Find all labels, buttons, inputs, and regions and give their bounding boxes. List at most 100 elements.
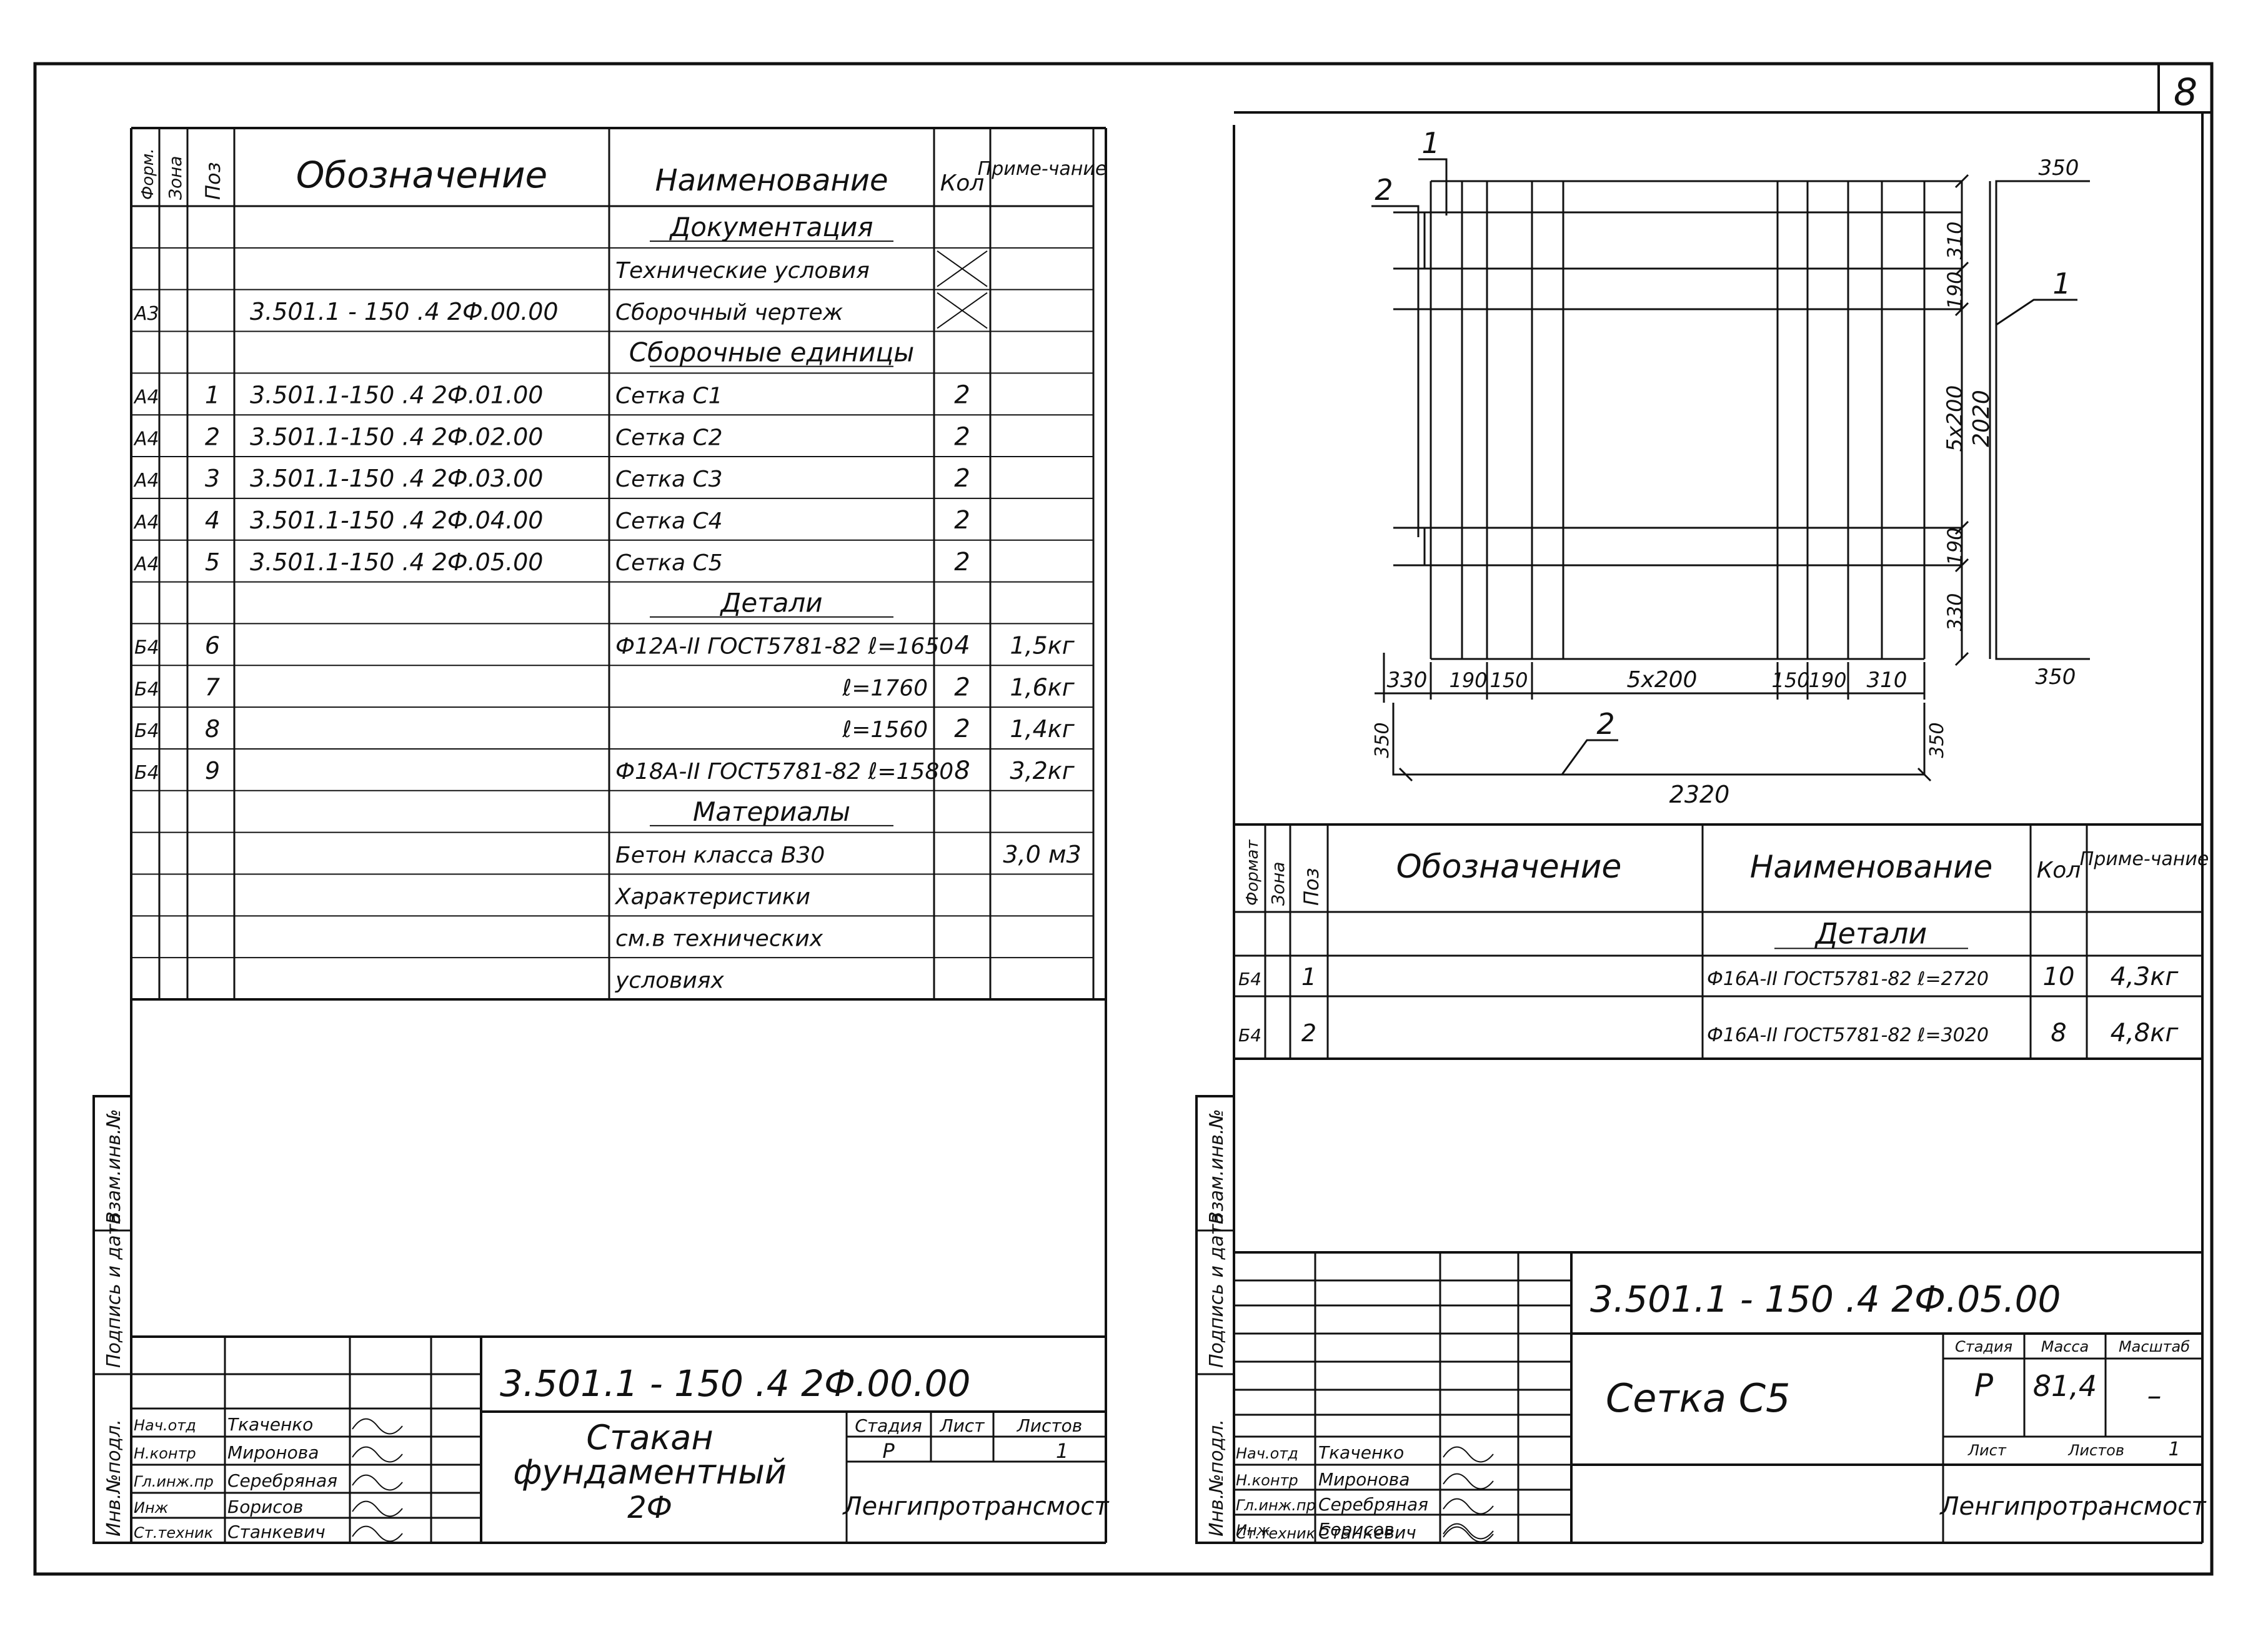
right-hdr-poz: Поз	[1300, 868, 1323, 906]
right-hdr-format: Формат	[1243, 839, 1262, 906]
right-sheet-label: Лист	[1967, 1442, 2007, 1459]
signature-name: Миронова	[1318, 1469, 1410, 1490]
section-heading: Документация	[669, 212, 873, 242]
cell-qty: 2	[954, 715, 970, 743]
signature-role: Инж	[1236, 1522, 1271, 1539]
cell-name: Сетка С4	[615, 508, 723, 534]
left-code: 3.501.1 - 150 .4 2Ф.00.00	[500, 1362, 970, 1405]
left-stage: Р	[882, 1439, 895, 1463]
dim-bottom-5x200: 5x200	[1627, 667, 1698, 693]
dim-right-310: 310	[1943, 221, 1967, 259]
cell-qty: 2	[954, 380, 970, 409]
callout-2-left: 2	[1375, 173, 1393, 207]
cell-note: 1,6кг	[1010, 673, 1075, 701]
cell-format: Б4	[134, 678, 159, 700]
right-spec-table	[1234, 823, 2202, 1060]
signature-role: Нач.отд	[1236, 1445, 1298, 1462]
sheet-number: 8	[2174, 71, 2197, 114]
signature-name: Борисов	[227, 1497, 303, 1517]
right-mass: 81,4	[2033, 1369, 2097, 1403]
right-mass-label: Масса	[2041, 1338, 2089, 1355]
right-stage-label: Стадия	[1955, 1338, 2012, 1355]
stamp-inv-podl: Инв.№подл.	[103, 1419, 125, 1537]
signature-role: Н.контр	[134, 1445, 196, 1462]
cell-name: Ф18А-II ГОСТ5781-82 ℓ=1580	[615, 759, 953, 785]
right-code: 3.501.1 - 150 .4 2Ф.05.00	[1590, 1278, 2061, 1320]
cell-name: см.в технических	[615, 926, 823, 951]
left-sheets-label: Листов	[1017, 1415, 1083, 1436]
right-hdr-note: Приме-чание	[2080, 848, 2209, 870]
cell-format: А3	[133, 303, 159, 325]
section-heading: Материалы	[693, 796, 850, 827]
cell-pos: 2	[1301, 1019, 1316, 1047]
right-scale-label: Масштаб	[2119, 1338, 2190, 1355]
cell-name: Сетка С5	[615, 550, 723, 576]
cell-format: А4	[133, 553, 159, 575]
left-page: Инв.№подл. Подпись и дата Взам.инв.№ Док…	[92, 127, 1110, 1544]
cell-name: Сетка С1	[615, 383, 723, 408]
right-hdr-name: Наименование	[1750, 849, 1993, 885]
cell-qty: 2	[954, 673, 970, 701]
left-title-line3: 2Ф	[627, 1490, 672, 1525]
outer-frame	[33, 62, 2214, 1576]
stamp-inv-podl-right: Инв.№подл.	[1206, 1419, 1228, 1537]
dim-right-190a: 190	[1943, 271, 1967, 309]
signature-name: Станкевич	[227, 1522, 326, 1542]
left-title-line2: фундаментный	[513, 1452, 787, 1492]
dim-350-top: 350	[2039, 156, 2079, 181]
mesh-drawing	[1371, 158, 2090, 782]
right-stage: Р	[1974, 1367, 1994, 1404]
dim-bottom-190a: 190	[1449, 668, 1487, 692]
cell-name: условиях	[615, 968, 724, 993]
cell-designation: 3.501.1-150 .4 2Ф.03.00	[250, 465, 543, 492]
cell-designation: 3.501.1 - 150 .4 2Ф.00.00	[250, 298, 559, 325]
left-hdr-designation: Обозначение	[296, 154, 547, 196]
signature-name: Серебряная	[1318, 1494, 1428, 1515]
cell-name: Сетка С2	[615, 425, 723, 450]
dim-right-330: 330	[1943, 593, 1967, 631]
cell-format: Б4	[134, 637, 159, 659]
left-hdr-format: Форм.	[139, 148, 157, 200]
left-org: Ленгипротрансмост	[842, 1492, 1110, 1521]
cell-designation: 3.501.1-150 .4 2Ф.02.00	[250, 423, 543, 450]
cell-name: ℓ=1560	[842, 717, 928, 743]
dim-bottom-190b: 190	[1808, 668, 1846, 692]
cell-format: А4	[133, 470, 159, 492]
cell-qty: 2	[954, 506, 970, 535]
signature-scribble	[352, 1525, 403, 1542]
side-stamp-right: Инв.№подл. Подпись и дата Взам.инв.№	[1195, 1095, 1235, 1544]
cell-designation: 3.501.1-150 .4 2Ф.05.00	[250, 548, 543, 576]
right-title: Сетка С5	[1606, 1375, 1790, 1421]
right-hdr-designation: Обозначение	[1396, 848, 1622, 886]
stamp-podpis-data: Подпись и дата	[103, 1213, 125, 1369]
signature-role: Гл.инж.пр	[1236, 1497, 1316, 1514]
callout-2-bottom: 2	[1596, 707, 1614, 741]
cell-name: Ф12А-II ГОСТ5781-82 ℓ=1650	[615, 634, 953, 660]
left-stage-label: Стадия	[855, 1415, 922, 1436]
cell-note: 1,5кг	[1010, 632, 1075, 660]
cell-name: Технические условия	[615, 258, 870, 284]
cell-pos: 5	[205, 548, 220, 576]
left-hdr-zona: Зона	[165, 156, 186, 200]
cell-qty: 2	[954, 422, 970, 451]
cell-designation: 3.501.1-150 .4 2Ф.01.00	[250, 381, 543, 408]
cell-name: Ф16А-II ГОСТ5781-82 ℓ=3020	[1707, 1024, 1989, 1046]
cell-qty: 4	[954, 631, 970, 660]
right-hdr-qty: Кол	[2037, 858, 2081, 883]
cell-pos: 1	[1301, 963, 1316, 991]
signature-name: Станкевич	[1318, 1522, 1416, 1543]
cell-pos: 1	[205, 381, 220, 408]
signature-name: Серебряная	[227, 1470, 337, 1491]
signature-role: Гл.инж.пр	[134, 1473, 214, 1490]
cross-mark	[937, 250, 988, 287]
callout-1-right: 1	[2052, 267, 2071, 300]
cell-qty: 10	[2043, 963, 2075, 991]
left-spec-table	[131, 128, 1106, 1001]
cell-name: ℓ=1760	[842, 675, 928, 701]
left-sheets: 1	[1056, 1439, 1068, 1463]
right-sheets-label: Листов	[2067, 1442, 2124, 1459]
cell-format: А4	[133, 512, 159, 533]
